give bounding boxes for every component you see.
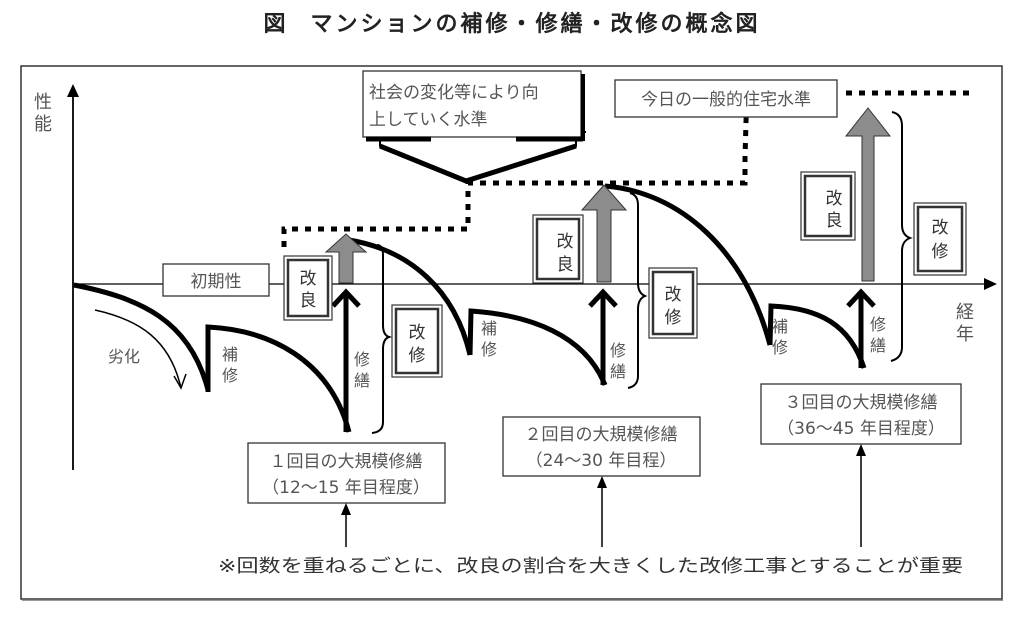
refurbishment-label-2b: 修: [665, 308, 682, 328]
renovation-label-3a: 修: [870, 315, 886, 334]
society-level-text-2: 上していく水準: [369, 110, 488, 130]
improvement-box-1: [283, 255, 333, 321]
major-repair-1-line1: １回目の大規模修繕: [270, 452, 423, 472]
y-axis-label-2: 能: [34, 114, 52, 135]
figure-prefix: 図: [263, 12, 289, 37]
society-level-callout: [362, 70, 586, 184]
brace-1: [371, 244, 393, 434]
pointer-arrow-2: [597, 476, 607, 547]
renovation-arrow-3: [846, 288, 876, 368]
refurbishment-label-3b: 修: [932, 242, 949, 262]
improvement-label-3a: 改: [826, 189, 843, 209]
deterioration-arrowhead: [173, 373, 187, 390]
improvement-arrow-2: [580, 184, 628, 283]
x-axis-arrowhead: [984, 278, 997, 290]
repair-label-1b: 修: [222, 366, 238, 385]
refurbishment-box-3: [913, 202, 967, 276]
major-repair-2-line1: ２回目の大規模修繕: [525, 425, 678, 445]
improvement-label-2b: 良: [557, 255, 574, 275]
curve-segment-1: [73, 282, 211, 391]
repair-label-3a: 補: [772, 317, 788, 336]
y-axis-label-1: 性: [34, 92, 52, 113]
brace-2: [627, 192, 648, 389]
improvement-label-1b: 良: [300, 291, 317, 311]
deterioration-label: 劣化: [108, 347, 140, 366]
refurbishment-label-3a: 改: [932, 218, 949, 238]
renovation-label-1b: 繕: [354, 371, 370, 390]
major-repair-2-line2: （24～30 年目程）: [526, 451, 677, 471]
improvement-box-2: [532, 214, 584, 284]
title-text: マンションの補修・修繕・改修の概念図: [310, 12, 761, 37]
pointer-arrow-1: [341, 503, 351, 547]
y-axis: [67, 84, 79, 470]
renovation-label-3b: 繕: [870, 336, 886, 355]
x-axis-label-1: 経: [956, 302, 974, 323]
refurbishment-box-1: [391, 304, 443, 378]
improvement-label-3b: 良: [826, 211, 843, 231]
refurbishment-label-1a: 改: [409, 323, 426, 343]
improvement-arrow-1: [324, 233, 368, 284]
renovation-arrow-2: [588, 288, 618, 385]
y-axis-arrowhead: [67, 84, 79, 97]
improvement-box-3: [800, 171, 856, 241]
major-repair-box-3: [760, 383, 962, 445]
repair-label-1a: 補: [222, 345, 238, 364]
curve-segment-2: [348, 237, 473, 356]
performance-curve: [73, 183, 867, 433]
major-repair-1-line2: （12～15 年目程度）: [262, 478, 430, 498]
initial-performance-box: [162, 263, 270, 297]
improvement-label-2a: 改: [557, 232, 574, 252]
renovation-arrow-1: [331, 288, 361, 432]
repair-jump-3: [767, 303, 867, 369]
curve-segment-3: [604, 183, 773, 346]
refurbishment-label-1b: 修: [409, 346, 426, 366]
pointer-arrow-3: [856, 444, 866, 547]
major-repair-3-line1: ３回目の大規模修繕: [785, 393, 938, 413]
repair-jump-2: [467, 308, 608, 386]
renovation-label-1a: 修: [354, 350, 370, 369]
outer-frame: [20, 65, 1003, 600]
repair-label-2a: 補: [481, 319, 497, 338]
deterioration-arrow: [94, 309, 182, 389]
renovation-label-2a: 修: [610, 341, 626, 360]
refurbishment-label-2a: 改: [665, 285, 682, 305]
general-housing-level-box: [614, 79, 838, 118]
major-repair-box-2: [502, 416, 701, 477]
refurbishment-box-2: [648, 267, 698, 339]
brace-3: [890, 111, 913, 362]
renovation-label-2b: 繕: [610, 362, 626, 381]
rising-standard-dotted-line: [281, 85, 975, 247]
society-level-text-1: 社会の変化等により向: [369, 83, 539, 103]
x-axis-label-2: 年: [956, 324, 974, 345]
initial-performance-label: 初期性: [191, 272, 242, 292]
general-housing-level-text: 今日の一般的住宅水準: [641, 90, 811, 110]
diagram-title: 図マンションの補修・修繕・改修の概念図: [0, 6, 1024, 38]
repair-jump-1: [205, 324, 352, 433]
major-repair-3-line2: （36～45 年目程度）: [777, 419, 945, 439]
repair-label-3b: 修: [772, 338, 788, 357]
footnote: ※回数を重ねるごとに、改良の割合を大きくした改修工事とすることが重要: [218, 556, 963, 577]
improvement-label-1a: 改: [300, 269, 317, 289]
major-repair-box-1: [247, 442, 446, 504]
repair-label-2b: 修: [481, 340, 497, 359]
improvement-arrow-3: [844, 107, 892, 282]
